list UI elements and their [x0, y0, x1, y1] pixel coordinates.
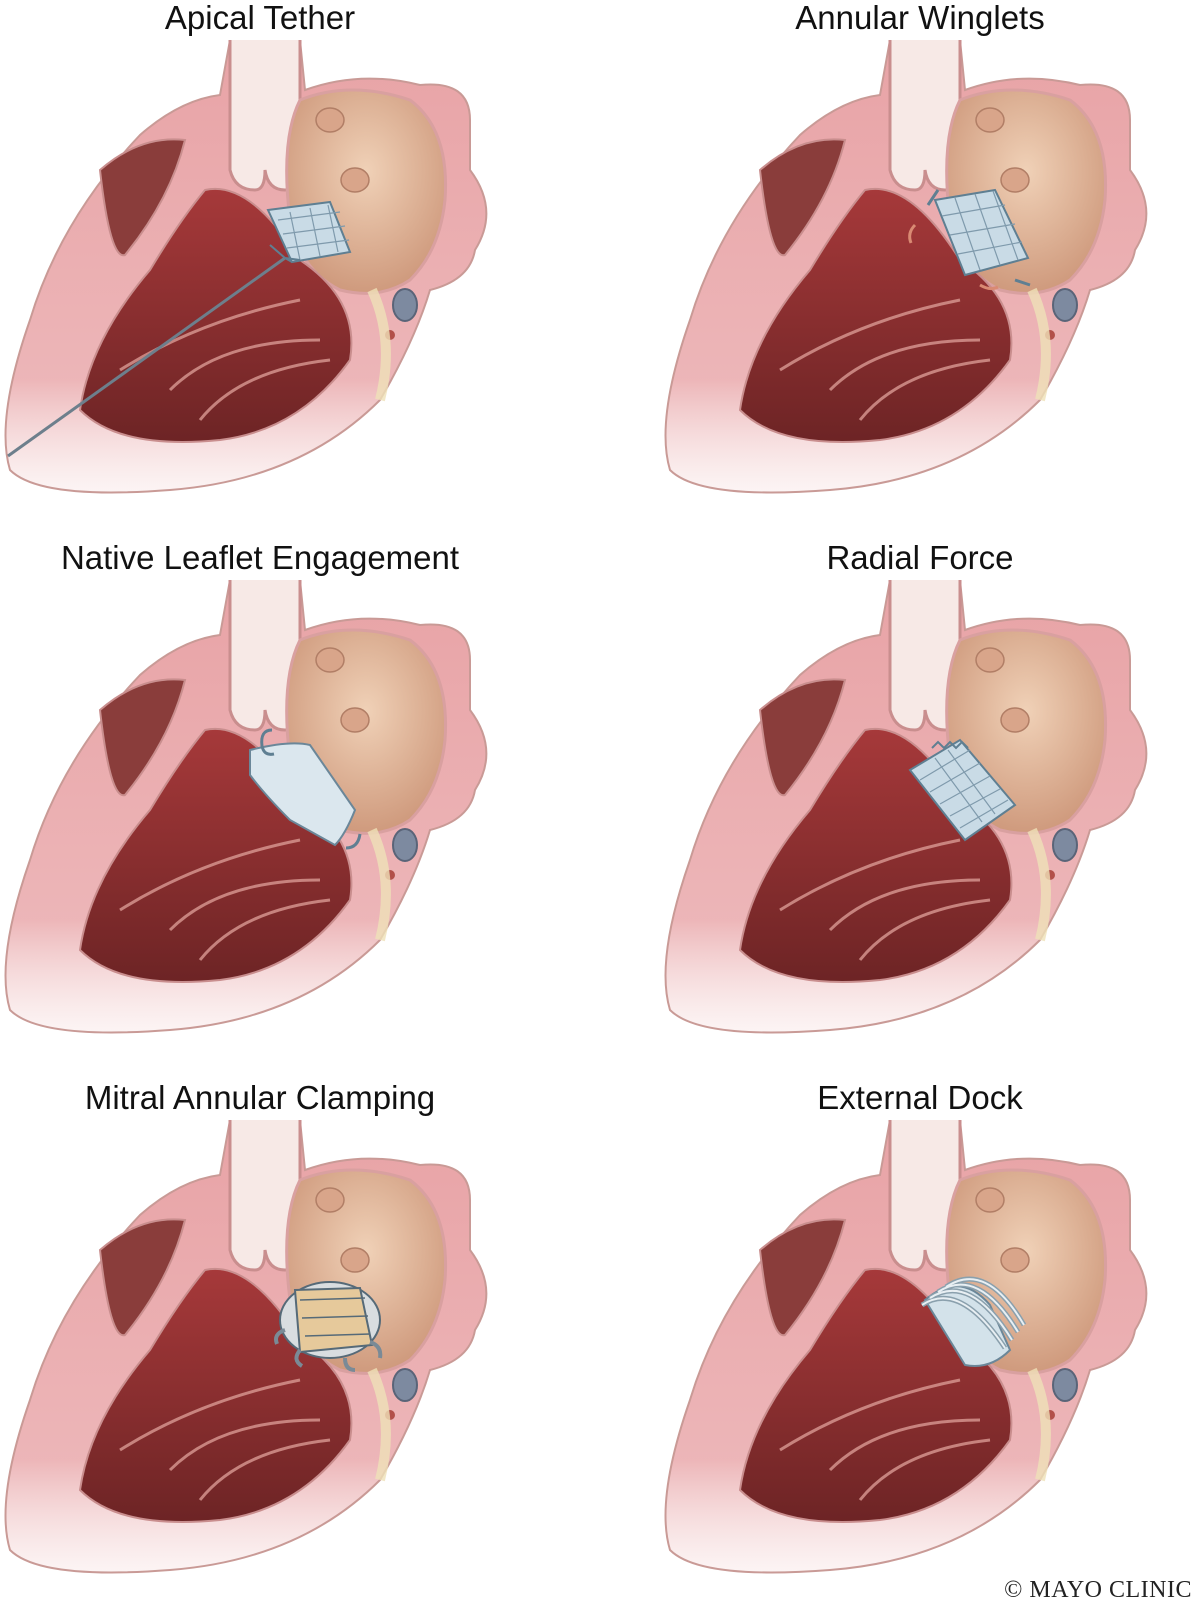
panel-title: Apical Tether: [164, 0, 356, 36]
heart-illustration: [0, 40, 520, 500]
panel-title: External Dock: [817, 1079, 1023, 1116]
panel-title: Radial Force: [826, 539, 1014, 576]
external-dock-device: [920, 1276, 1027, 1367]
panel-external-dock: External Dock: [660, 1080, 1200, 1620]
copyright-credit: © MAYO CLINIC: [1004, 1577, 1192, 1603]
panel-annular-winglets: Annular Winglets: [660, 0, 1200, 540]
heart-illustration: [660, 40, 1180, 500]
panel-title: Annular Winglets: [795, 0, 1045, 36]
leaflet-engagement-device: [249, 728, 362, 850]
panel-native-leaflet-engagement: Native Leaflet Engagement: [0, 540, 600, 1080]
heart-illustration: [660, 1120, 1180, 1580]
panel-title: Native Leaflet Engagement: [60, 539, 460, 576]
clamping-device: [274, 1281, 383, 1372]
apical-tether-device: [7, 200, 352, 458]
radial-force-device: [908, 738, 1017, 842]
panel-mitral-annular-clamping: Mitral Annular Clamping: [0, 1080, 600, 1620]
panel-title: Mitral Annular Clamping: [84, 1079, 436, 1116]
winglets-device: [908, 188, 1031, 291]
panel-radial-force: Radial Force: [660, 540, 1200, 1080]
panel-apical-tether: Apical Tether: [0, 0, 600, 540]
heart-illustration: [0, 580, 520, 1040]
heart-illustration: [660, 580, 1180, 1040]
heart-illustration: [0, 1120, 520, 1580]
